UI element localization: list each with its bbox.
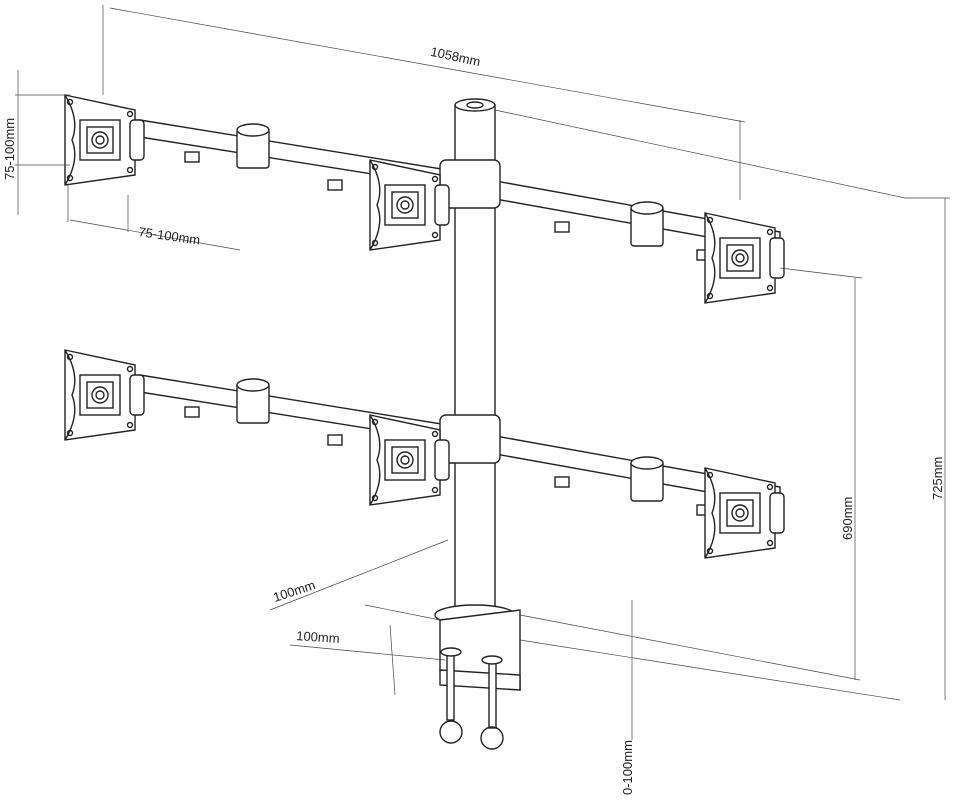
label-vesa-horizontal: 75-100mm (138, 224, 202, 248)
label-clamp-range: 0-100mm (620, 740, 635, 795)
desk-clamp (434, 604, 521, 750)
label-arm-offset-2: 100mm (296, 628, 340, 646)
label-vesa-vertical: 75-100mm (2, 118, 17, 180)
lower-arm-assembly (65, 350, 784, 558)
label-total-height: 725mm (930, 457, 945, 500)
dimension-lines (15, 5, 950, 740)
label-overall-width: 1058mm (429, 44, 482, 69)
label-pole-height: 690mm (840, 497, 855, 540)
upper-arm-assembly (65, 95, 784, 303)
